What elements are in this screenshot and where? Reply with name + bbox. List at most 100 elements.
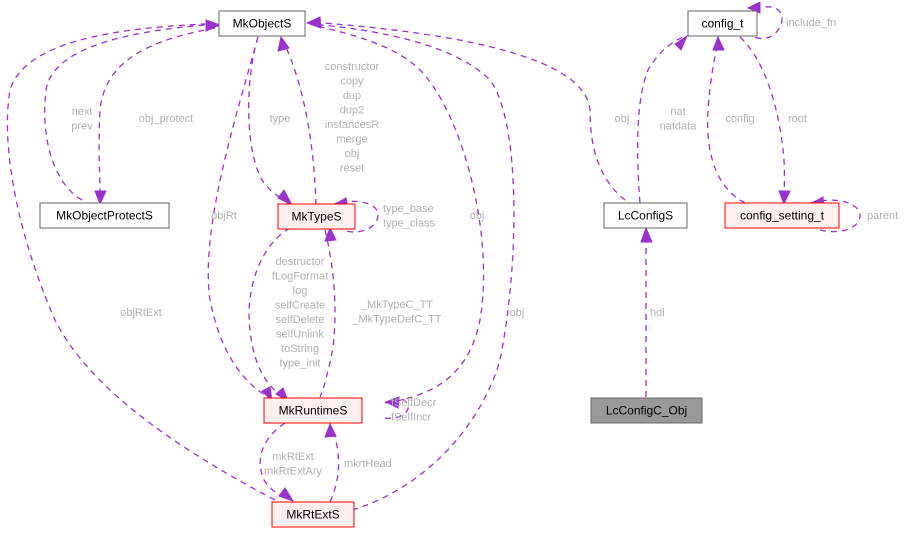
edge-types-to-runtime — [319, 229, 336, 398]
edge-runtime-to-rtext — [259, 422, 286, 499]
label-include-fn: include_fn — [786, 17, 836, 29]
node-mktypes[interactable]: MkTypeS — [277, 203, 356, 230]
arrowhead — [278, 487, 295, 502]
label-config: config — [725, 113, 754, 125]
edge-label-line: obj — [345, 148, 360, 160]
arrowhead — [277, 189, 294, 207]
edge-obj-rtext — [309, 23, 515, 511]
edge-label-line: dup — [343, 90, 361, 102]
arrowhead — [305, 16, 322, 29]
node-label: MkObjectS — [233, 17, 292, 31]
node-label: MkObjectProtectS — [56, 209, 153, 223]
node-mkrtexts[interactable]: MkRtExtS — [271, 501, 355, 528]
edge-type — [248, 36, 291, 204]
edge-nat — [636, 35, 686, 204]
node-label: MkTypeS — [291, 210, 341, 224]
edge-label-line: log — [293, 285, 308, 297]
edge-label-line: type_base — [383, 203, 434, 215]
edge-label-line: objRtExt — [120, 307, 162, 319]
edge-include-fn — [754, 6, 783, 40]
node-mkobjects[interactable]: MkObjectS — [218, 10, 306, 37]
edge-label-line: _MkTypeC_TT — [360, 299, 433, 311]
label-root: root — [788, 113, 807, 125]
edge-label-line: obj_protect — [139, 113, 193, 125]
edge-label-line: prev — [71, 121, 93, 133]
label-objrt: objRt — [211, 210, 237, 222]
label-hdl: hdl — [650, 307, 665, 319]
label-objrtext: objRtExt — [120, 307, 162, 319]
node-lcconfigc-obj[interactable]: LcConfigC_Obj — [590, 397, 703, 424]
edge-label-line: obj — [470, 210, 485, 222]
arrowhead — [277, 35, 290, 52]
edge-next-prev — [44, 24, 206, 201]
edge-label-line: dup2 — [340, 105, 364, 117]
arrowhead — [778, 190, 791, 206]
edge-label-line: constructor — [325, 61, 380, 73]
edge-root — [739, 36, 786, 199]
label-obj-protect: obj_protect — [139, 113, 193, 125]
edge-label-line: nat — [670, 106, 685, 118]
edge-label-line: merge — [336, 134, 367, 146]
edge-label-line: parent — [867, 210, 898, 222]
edge-label-line: copy — [340, 76, 364, 88]
arrowhead — [712, 35, 725, 51]
edge-objrt — [207, 36, 269, 398]
arrowhead — [640, 226, 653, 243]
node-lcconfigs[interactable]: LcConfigS — [603, 202, 688, 229]
node-config-t[interactable]: config_t — [687, 10, 758, 37]
node-label: LcConfigC_Obj — [606, 404, 687, 418]
edge-label-line: _MkTypeDefC_TT — [351, 314, 442, 326]
label-nat: nat natdata — [660, 106, 698, 133]
node-mkobjectprotects[interactable]: MkObjectProtectS — [39, 202, 170, 229]
edge-label-line: type_init — [280, 358, 321, 370]
edge-obj-protect — [98, 27, 216, 194]
edge-label-line: instancesR — [325, 119, 379, 131]
edge-label-line: obj — [615, 113, 630, 125]
edge-label-line: obj — [510, 307, 525, 319]
edge-label-line: type_class — [383, 218, 435, 230]
edge-label-line: root — [788, 113, 807, 125]
label-type-self: type_base type_class — [383, 203, 435, 230]
edge-label-line: type — [270, 113, 291, 125]
node-mkruntimes[interactable]: MkRuntimeS — [263, 397, 363, 424]
edge-config — [706, 41, 746, 204]
label-type: type — [270, 113, 291, 125]
node-label: MkRuntimeS — [279, 404, 348, 418]
label-types-to-objects: constructor copy dup dup2 instancesR merge obj… — [325, 61, 380, 175]
edge-parent — [809, 199, 861, 233]
node-label: MkRtExtS — [286, 508, 339, 522]
edge-label-line: mkrtHead — [344, 458, 392, 470]
label-mkrthead: mkrtHead — [344, 458, 392, 470]
node-config-setting-t[interactable]: config_setting_t — [724, 202, 840, 229]
edge-label-line: destructor — [276, 256, 325, 268]
edge-type-self — [329, 200, 379, 233]
arrowhead — [205, 19, 222, 32]
edge-label-line: reset — [340, 163, 364, 175]
edge-label-line: toString — [281, 343, 319, 355]
label-obj-runtime: obj — [470, 210, 485, 222]
node-label: LcConfigS — [618, 209, 673, 223]
label-obj-rtext: obj — [510, 307, 525, 319]
arrowhead — [324, 226, 337, 242]
edge-runtime-to-types — [248, 227, 291, 398]
node-label: config_setting_t — [740, 209, 825, 223]
edge-label-line: natdata — [660, 121, 698, 133]
arrowhead — [384, 396, 400, 409]
edge-label-line: include_fn — [786, 17, 836, 29]
edge-label-line: hdl — [650, 307, 665, 319]
arrowhead — [94, 190, 107, 206]
edge-label-line: config — [725, 113, 754, 125]
edge-label-line: fLogFormat — [272, 271, 328, 283]
arrowhead — [324, 422, 337, 438]
node-label: config_t — [701, 17, 744, 31]
arrowhead — [674, 34, 689, 51]
edge-label-line: selfDelete — [276, 314, 325, 326]
label-next-prev: next prev — [71, 106, 93, 133]
edge-obj-runtime — [309, 23, 485, 404]
edge-label-line: objRt — [211, 210, 237, 222]
edge-label-line: selfUnlink — [276, 329, 324, 341]
edge-label-line: next — [72, 106, 93, 118]
